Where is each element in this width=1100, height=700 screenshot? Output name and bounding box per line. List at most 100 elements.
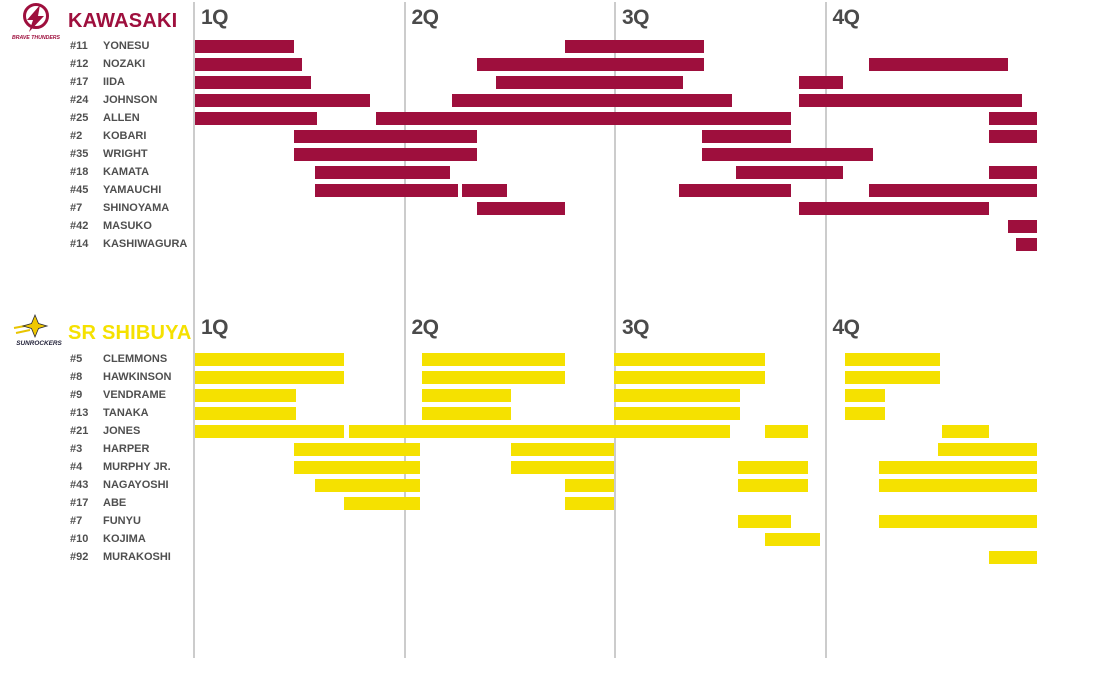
player-number: #13: [70, 407, 89, 419]
lightning-bolt-icon: [27, 5, 44, 32]
stint-bar: [314, 479, 421, 492]
stint-bar: [565, 40, 705, 53]
quarter-gridline: [824, 2, 827, 658]
team-name-shibuya: SR SHIBUYA: [68, 322, 192, 344]
stint-bar: [1007, 220, 1037, 233]
sunrockers-logo: SUNROCKERS: [13, 314, 62, 347]
team-name-kawasaki: KAWASAKI: [68, 10, 178, 32]
player-number: #45: [70, 184, 89, 196]
player-name: MURPHY JR.: [103, 461, 171, 473]
player-number: #42: [70, 220, 89, 232]
stint-bar: [738, 515, 791, 528]
stint-bar: [613, 407, 741, 420]
stint-bar: [765, 425, 808, 438]
stint-bar: [496, 76, 684, 89]
player-number: #24: [70, 94, 89, 106]
player-name: VENDRAME: [103, 389, 166, 401]
stint-bar: [314, 166, 450, 179]
player-name: SHINOYAMA: [103, 202, 170, 214]
logo-streak: [15, 329, 31, 334]
stint-bar: [314, 184, 459, 197]
stint-bar: [451, 94, 732, 107]
stint-bar: [565, 479, 614, 492]
player-name: KOJIMA: [103, 533, 146, 545]
stint-bar: [195, 94, 370, 107]
stint-bar: [293, 461, 421, 474]
quarter-label: 2Q: [411, 6, 440, 29]
stint-bar: [735, 166, 844, 179]
stint-bar: [422, 371, 566, 384]
stint-bar: [565, 497, 614, 510]
stint-bar: [195, 425, 345, 438]
player-number: #18: [70, 166, 89, 178]
stint-bar: [422, 407, 511, 420]
stint-bar: [422, 389, 511, 402]
player-number: #14: [70, 238, 89, 250]
player-name: ALLEN: [103, 112, 140, 124]
stint-bar: [195, 371, 345, 384]
player-number: #7: [70, 515, 83, 527]
stint-bar: [613, 353, 766, 366]
stint-bar: [293, 148, 478, 161]
stint-bar: [195, 112, 318, 125]
stint-bar: [679, 184, 791, 197]
player-number: #3: [70, 443, 83, 455]
stint-bar: [344, 497, 421, 510]
quarter-gridline: [614, 2, 616, 658]
player-name: KOBARI: [103, 130, 147, 142]
stint-bar: [613, 371, 766, 384]
player-name: MURAKOSHI: [103, 551, 171, 563]
stint-bar: [195, 76, 311, 89]
stint-bar: [988, 551, 1037, 564]
stint-bar: [477, 58, 705, 71]
stint-bar: [879, 515, 1037, 528]
player-name: NAGAYOSHI: [103, 479, 169, 491]
stint-bar: [988, 130, 1037, 143]
stint-bar: [422, 353, 566, 366]
stint-bar: [988, 166, 1037, 179]
player-number: #92: [70, 551, 89, 563]
stint-bar: [845, 407, 886, 420]
brave-thunders-logo: BRAVE THUNDERS: [12, 3, 60, 41]
stint-bar: [799, 202, 989, 215]
player-name: JONES: [103, 425, 141, 437]
player-number: #7: [70, 202, 83, 214]
player-name: CLEMMONS: [103, 353, 168, 365]
player-number: #21: [70, 425, 89, 437]
player-number: #17: [70, 497, 89, 509]
logo-text: SUNROCKERS: [16, 340, 62, 347]
player-number: #35: [70, 148, 89, 160]
player-number: #10: [70, 533, 89, 545]
player-name: YONESU: [103, 40, 150, 52]
player-number: #25: [70, 112, 89, 124]
quarter-label: 4Q: [832, 316, 861, 339]
logo-ring: [23, 3, 49, 29]
player-name: KASHIWAGURA: [103, 238, 188, 250]
player-number: #9: [70, 389, 83, 401]
player-name: KAMATA: [103, 166, 150, 178]
stint-bar: [510, 461, 614, 474]
stint-bar: [845, 371, 941, 384]
quarter-gridline: [403, 2, 406, 658]
stint-bar: [613, 389, 741, 402]
player-name: ABE: [103, 497, 127, 509]
stint-bar: [938, 443, 1037, 456]
stint-bar: [195, 353, 345, 366]
player-number: #43: [70, 479, 89, 491]
stint-bar: [868, 184, 1037, 197]
player-name: FUNYU: [103, 515, 141, 527]
stint-bar: [477, 202, 566, 215]
player-number: #4: [70, 461, 83, 473]
player-number: #5: [70, 353, 83, 365]
player-name: JOHNSON: [103, 94, 158, 106]
stint-bar: [988, 112, 1037, 125]
quarter-label: 2Q: [411, 316, 440, 339]
player-name: HAWKINSON: [103, 371, 172, 383]
star-icon: [21, 314, 49, 339]
stint-bar: [376, 112, 791, 125]
stint-bar: [845, 389, 886, 402]
stint-bar: [879, 479, 1037, 492]
stint-bar: [462, 184, 507, 197]
player-number: #11: [70, 40, 88, 52]
stint-bar: [195, 58, 303, 71]
